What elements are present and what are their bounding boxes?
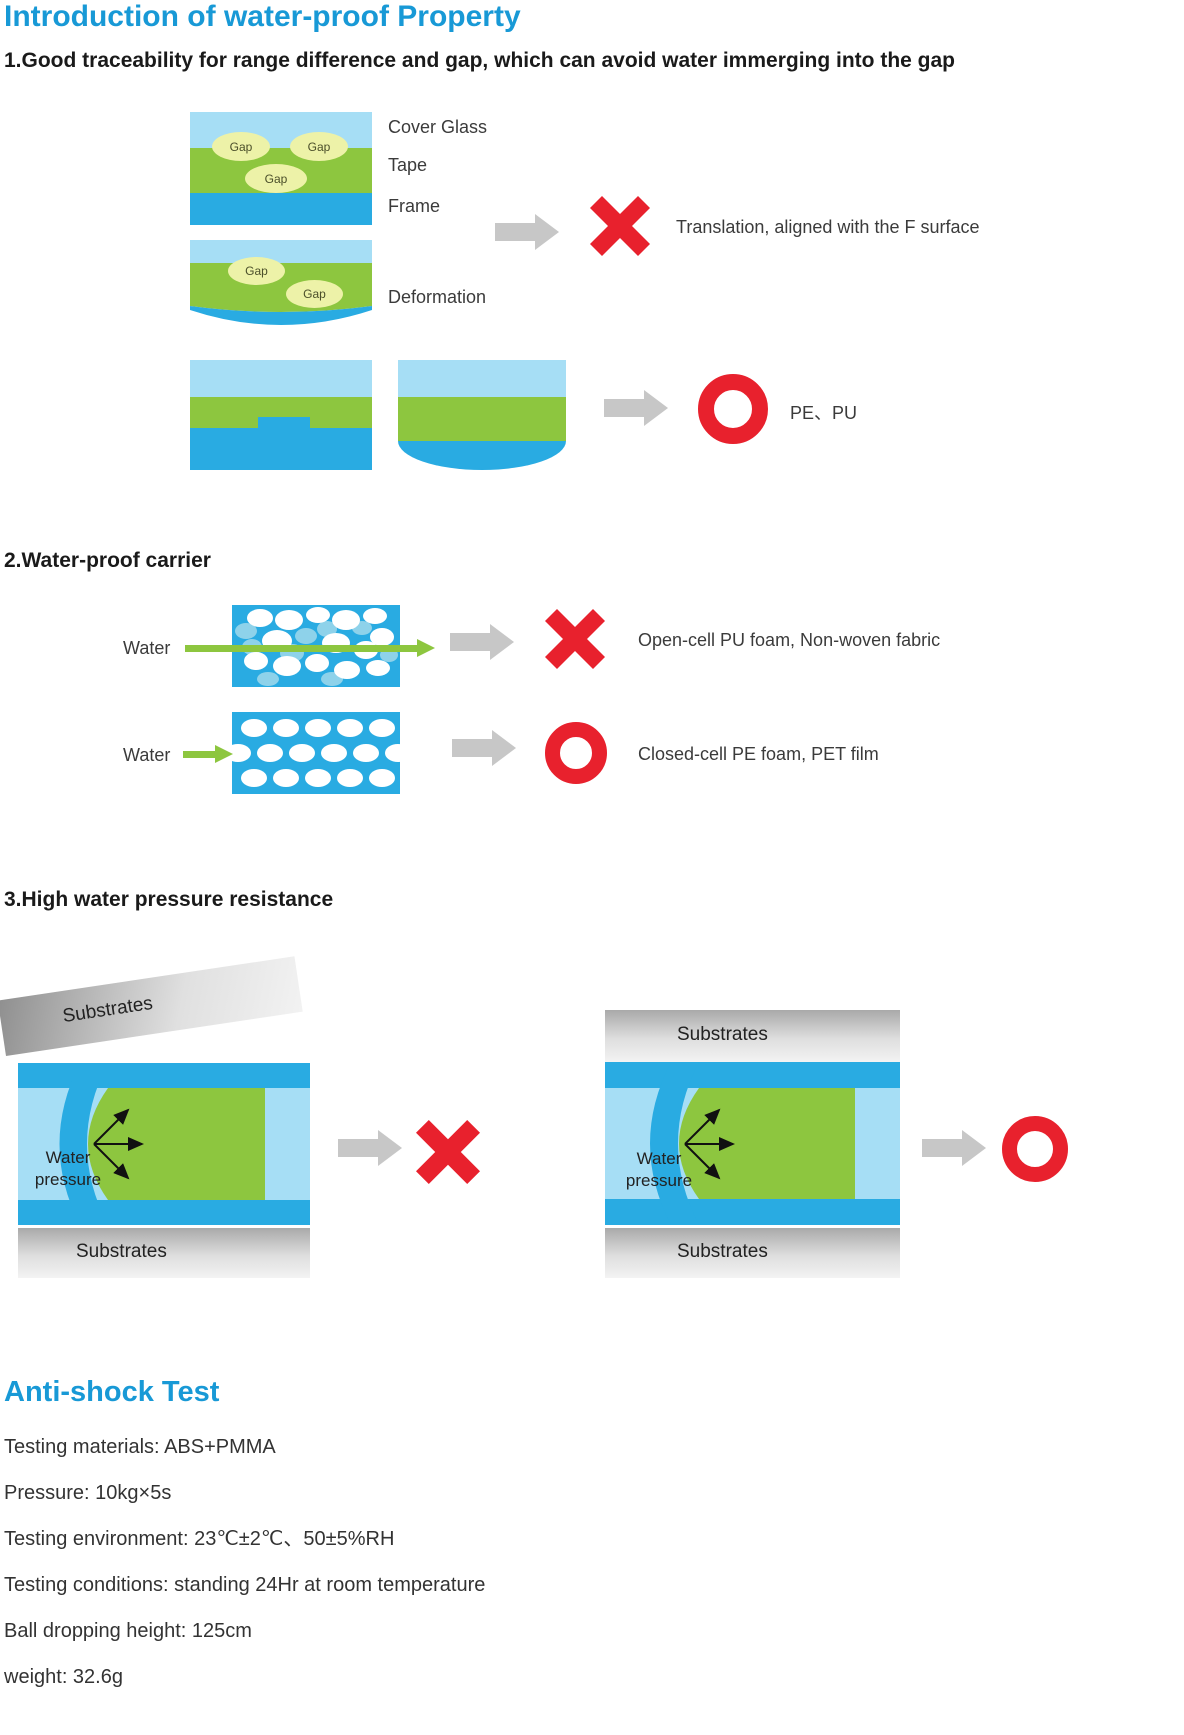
gap-bubble: Gap xyxy=(228,257,285,285)
substrate-bottom: Substrates xyxy=(18,1228,310,1278)
pass-ring-icon xyxy=(545,722,607,784)
pass-ring-icon xyxy=(698,374,768,444)
section2-heading: 2.Water-proof carrier xyxy=(4,549,211,572)
tape-layer xyxy=(398,397,566,441)
water-pressure-label: Water pressure xyxy=(34,1148,102,1190)
arrow-head xyxy=(962,1130,986,1166)
spec-line-weight: weight: 32.6g xyxy=(4,1666,123,1688)
fail-x-icon xyxy=(416,1120,480,1184)
tape-label: Tape xyxy=(388,155,428,175)
arrow-shaft xyxy=(183,751,215,758)
substrates-label: Substrates xyxy=(61,992,155,1028)
layer-stack-diagram: Gap Gap Gap xyxy=(190,112,372,225)
curved-stack-diagram xyxy=(398,360,566,470)
arrow-shaft xyxy=(495,223,535,241)
cover-glass-layer xyxy=(398,360,566,397)
spec-line-pressure: Pressure: 10kg×5s xyxy=(4,1482,172,1504)
arrow-shaft xyxy=(452,739,492,757)
arrow-head xyxy=(535,214,559,250)
water-flow-arrow-icon xyxy=(185,639,435,658)
frame-layer xyxy=(190,193,372,225)
page-title: Introduction of water-proof Property xyxy=(4,0,521,33)
arrow-shaft xyxy=(922,1139,962,1157)
pass-ring-icon xyxy=(1002,1116,1068,1182)
cover-glass-layer xyxy=(190,360,372,397)
cover-glass-label: Cover Glass xyxy=(388,117,488,137)
substrate-top: Substrates xyxy=(605,1010,900,1062)
frame-layer xyxy=(190,428,372,470)
fail-x-icon xyxy=(545,609,605,669)
spec-line-conditions: Testing conditions: standing 24Hr at roo… xyxy=(4,1574,486,1596)
deformed-stack-diagram: Gap Gap xyxy=(190,240,372,330)
water-pressure-label: Water pressure xyxy=(625,1149,693,1191)
substrate-bottom: Substrates xyxy=(605,1228,900,1278)
section2-pass-caption: Closed-cell PE foam, PET film xyxy=(638,744,879,764)
section3-heading: 3.High water pressure resistance xyxy=(4,888,334,911)
arrow-right-icon xyxy=(922,1130,986,1166)
water-pressure-diagram-pass: Water pressure xyxy=(605,1062,900,1225)
arrow-shaft xyxy=(450,633,490,651)
gap-bubble: Gap xyxy=(245,164,307,193)
spec-line-materials: Testing materials: ABS+PMMA xyxy=(4,1436,276,1458)
arrow-head xyxy=(644,390,668,426)
water-pressure-diagram-fail: Water pressure xyxy=(18,1063,310,1225)
arrow-right-icon xyxy=(450,624,514,660)
stepped-stack-diagram xyxy=(190,360,372,470)
frame-label: Frame xyxy=(388,196,441,216)
gap-bubble: Gap xyxy=(286,280,343,308)
deformation-label: Deformation xyxy=(388,287,487,307)
arrow-right-icon xyxy=(604,390,668,426)
deformed-stack-shape xyxy=(190,240,372,325)
gap-bubble: Gap xyxy=(290,132,348,161)
arrow-shaft xyxy=(338,1139,378,1157)
arrow-head xyxy=(417,639,435,657)
fail-x-icon xyxy=(590,196,650,256)
arrow-right-icon xyxy=(452,730,516,766)
section1-pass-caption: PE、PU xyxy=(790,403,858,423)
arrow-head xyxy=(492,730,516,766)
arrow-head xyxy=(378,1130,402,1166)
water-label: Water xyxy=(123,745,171,765)
gap-bubble: Gap xyxy=(212,132,270,161)
anti-shock-title: Anti-shock Test xyxy=(4,1376,220,1408)
frame-step-bump xyxy=(258,417,310,428)
frame-layer-curved xyxy=(398,441,566,470)
closed-cell-foam-diagram xyxy=(225,712,411,794)
arrow-shaft xyxy=(604,399,644,417)
section1-heading: 1.Good traceability for range difference… xyxy=(4,49,956,72)
section1-fail-caption: Translation, aligned with the F surface xyxy=(676,217,980,237)
water-flow-arrow-icon xyxy=(183,745,233,764)
closed-cell-bubbles xyxy=(225,719,411,787)
substrates-label: Substrates xyxy=(677,1024,768,1045)
spec-line-environment: Testing environment: 23℃±2℃、50±5%RH xyxy=(4,1528,395,1550)
section2-fail-caption: Open-cell PU foam, Non-woven fabric xyxy=(638,630,941,650)
substrate-top-tilted: Substrates xyxy=(0,956,303,1056)
pressure-diagram-shape xyxy=(18,1063,310,1225)
arrow-head xyxy=(215,745,233,763)
substrates-label: Substrates xyxy=(677,1241,768,1262)
substrates-label: Substrates xyxy=(76,1241,167,1262)
water-label: Water xyxy=(123,638,171,658)
spec-line-drop-height: Ball dropping height: 125cm xyxy=(4,1620,252,1642)
pressure-diagram-shape xyxy=(605,1062,900,1225)
arrow-head xyxy=(490,624,514,660)
arrow-shaft xyxy=(185,645,417,652)
arrow-right-icon xyxy=(495,214,559,250)
arrow-right-icon xyxy=(338,1130,402,1166)
anti-shock-specs: Testing materials: ABS+PMMA Pressure: 10… xyxy=(4,1424,485,1700)
